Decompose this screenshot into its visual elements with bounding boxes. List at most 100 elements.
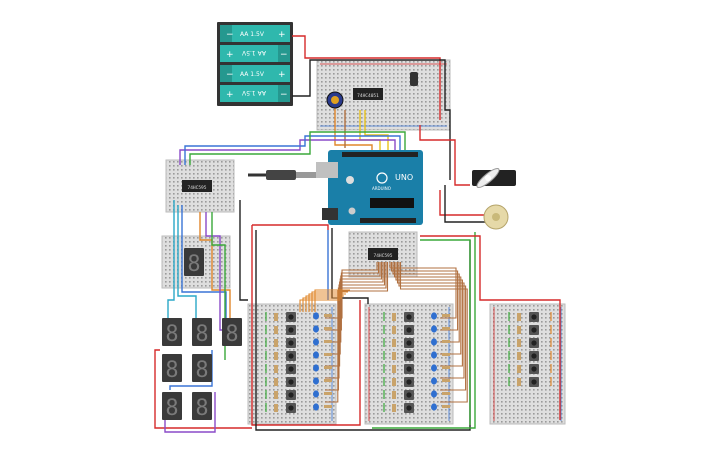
resistor [442, 340, 450, 343]
ic-shift-register-left[interactable]: 74HC595 [182, 180, 212, 192]
resistor [274, 326, 278, 334]
seven-segment-display[interactable]: 8 [162, 354, 182, 383]
resistor [274, 352, 278, 360]
resistor [442, 327, 450, 330]
seven-segment-display[interactable]: 8 [184, 248, 204, 277]
push-button-cap[interactable] [288, 366, 294, 372]
push-button-cap[interactable] [288, 353, 294, 359]
seven-segment-display[interactable]: 8 [162, 392, 182, 421]
resistor [392, 404, 396, 412]
battery-label: AA 1.5V [240, 31, 265, 38]
push-button-cap[interactable] [288, 327, 294, 333]
svg-text:74HC4051: 74HC4051 [357, 93, 379, 99]
wire-motor-red [439, 190, 488, 216]
resistor [392, 339, 396, 347]
plus-terminal: + [278, 30, 286, 40]
seven-segment-display[interactable]: 8 [192, 354, 212, 383]
plus-terminal: + [226, 90, 234, 100]
dc-motor[interactable] [483, 204, 509, 230]
resistor [392, 378, 396, 386]
push-button-cap[interactable] [406, 405, 412, 411]
push-button-cap[interactable] [531, 327, 537, 333]
ic-mux-top[interactable]: 74HC4051 [353, 88, 383, 100]
resistor [324, 405, 332, 408]
resistor [392, 326, 396, 334]
push-button-cap[interactable] [406, 327, 412, 333]
seven-segment-display[interactable]: 8 [222, 318, 242, 347]
data-wire [325, 262, 384, 367]
seven-segment-display[interactable]: 8 [162, 318, 182, 347]
power-jack[interactable] [322, 208, 338, 220]
push-button-cap[interactable] [406, 353, 412, 359]
data-wire [389, 262, 457, 319]
arduino-brand-label: ARDUINO [372, 186, 391, 191]
display-digit: 8 [195, 358, 208, 383]
usb-cable [248, 170, 316, 180]
push-button-cap[interactable] [406, 340, 412, 346]
display-digit: 8 [165, 396, 178, 421]
resistor [517, 326, 521, 334]
resistor [324, 314, 332, 317]
resistor [442, 366, 450, 369]
push-button-cap[interactable] [288, 392, 294, 398]
data-wire [325, 262, 380, 331]
resistor [442, 353, 450, 356]
potentiometer[interactable] [326, 91, 344, 109]
push-button-cap[interactable] [288, 379, 294, 385]
battery-cell-2: + AA 1.5V − [220, 45, 290, 62]
resistor [392, 313, 396, 321]
push-button-cap[interactable] [531, 379, 537, 385]
battery-label: AA 1.5V [241, 49, 266, 56]
resistor [517, 352, 521, 360]
push-button-cap[interactable] [406, 314, 412, 320]
resistor [442, 379, 450, 382]
push-button-cap[interactable] [531, 353, 537, 359]
ic-shift-register-center[interactable]: 74HC595 [368, 248, 398, 260]
resistor [274, 391, 278, 399]
push-button-cap[interactable] [288, 405, 294, 411]
push-button-cap[interactable] [531, 340, 537, 346]
data-wire [325, 262, 378, 319]
breadboard-bottom-3[interactable] [489, 303, 566, 425]
data-wire [398, 262, 467, 391]
wire-green-bus [372, 232, 476, 429]
breadboards [161, 59, 566, 425]
resistor [392, 391, 396, 399]
push-button-cap[interactable] [288, 340, 294, 346]
wire-black-long [331, 228, 369, 304]
servo-motor[interactable] [472, 166, 516, 190]
led [313, 325, 319, 333]
seven-segment-display[interactable]: 8 [192, 318, 212, 347]
arduino-uno[interactable]: UNO ARDUINO [316, 150, 423, 225]
data-wire [325, 262, 383, 355]
push-button-cap[interactable] [406, 379, 412, 385]
wire-cyan-left-2 [177, 205, 197, 320]
usb-port[interactable] [316, 162, 338, 178]
button-panel [265, 312, 332, 413]
battery-pack[interactable]: − AA 1.5V + + AA 1.5V − − AA 1.5V + + AA… [217, 22, 293, 106]
resistor [442, 314, 450, 317]
display-body [192, 318, 212, 346]
led [313, 403, 319, 411]
push-button-cap[interactable] [531, 314, 537, 320]
photoresistor[interactable] [410, 72, 418, 86]
resistor [517, 378, 521, 386]
data-wire [302, 297, 342, 312]
resistor [392, 352, 396, 360]
data-wire [325, 262, 381, 343]
push-button-cap[interactable] [531, 366, 537, 372]
wire-red-arduino-gnd [252, 224, 329, 230]
led [431, 364, 437, 372]
push-button-cap[interactable] [406, 366, 412, 372]
wire-battery-red [292, 35, 441, 120]
seven-segment-display[interactable]: 8 [192, 392, 212, 421]
display-body [162, 318, 182, 346]
data-wire [305, 295, 344, 312]
push-button-cap[interactable] [406, 392, 412, 398]
wire-green-left [211, 212, 226, 360]
display-body [162, 392, 182, 420]
led [431, 377, 437, 385]
push-button-cap[interactable] [288, 314, 294, 320]
arduino-model-label: UNO [395, 173, 413, 182]
resistor [324, 379, 332, 382]
